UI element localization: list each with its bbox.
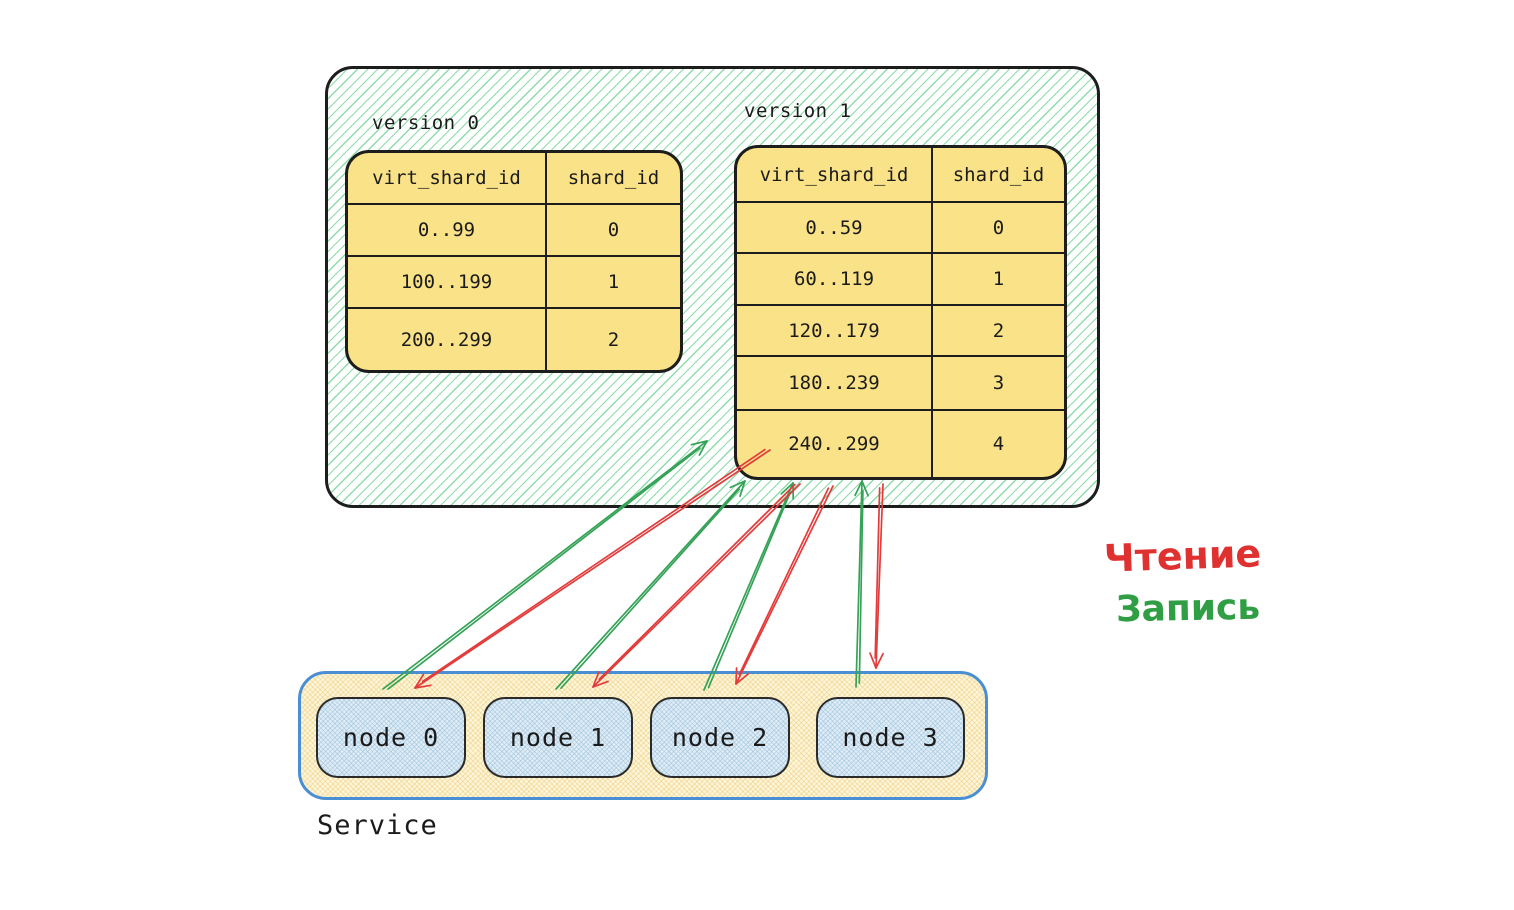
version-0-label: version 0 bbox=[372, 112, 480, 134]
service-label: Service bbox=[317, 810, 438, 841]
v0-row-cell: 0..99 bbox=[348, 203, 545, 255]
v1-row-cell: 0..59 bbox=[737, 201, 931, 252]
v0-header-virt-shard-id: virt_shard_id bbox=[372, 167, 521, 189]
v1-row-cell: 60..119 bbox=[737, 252, 931, 304]
v1-row-cell: 120..179 bbox=[737, 304, 931, 355]
version-1-table: virt_shard_id shard_id 0..59 0 60..119 1… bbox=[734, 145, 1067, 480]
v1-row-cell: 0 bbox=[931, 201, 1064, 252]
v0-row-cell: 0 bbox=[545, 203, 680, 255]
v1-row-cell: 1 bbox=[931, 252, 1064, 304]
v0-row-cell: 2 bbox=[545, 307, 680, 370]
node-0: node 0 bbox=[316, 697, 466, 778]
v0-row-cell: 200..299 bbox=[348, 307, 545, 370]
v1-row-cell: 3 bbox=[931, 355, 1064, 409]
v0-row-cell: 100..199 bbox=[348, 255, 545, 307]
version-1-label: version 1 bbox=[744, 100, 852, 122]
v0-header-shard-id: shard_id bbox=[545, 153, 680, 203]
version-0-table: virt_shard_id shard_id 0..99 0 100..199 … bbox=[345, 150, 683, 373]
write-arrow bbox=[555, 480, 746, 690]
v1-header-virt-shard-id: virt_shard_id bbox=[759, 163, 909, 186]
node-2: node 2 bbox=[650, 697, 790, 778]
v1-row-cell: 4 bbox=[931, 409, 1064, 477]
legend-read-label: Чтение bbox=[1103, 531, 1262, 581]
v1-row-cell: 180..239 bbox=[737, 355, 931, 409]
v1-row-cell: 2 bbox=[931, 304, 1064, 355]
read-arrow bbox=[869, 483, 884, 669]
node-3: node 3 bbox=[816, 697, 965, 778]
v0-row-cell: 1 bbox=[545, 255, 680, 307]
node-1: node 1 bbox=[483, 697, 633, 778]
v1-row-cell: 240..299 bbox=[737, 409, 931, 477]
read-arrow bbox=[592, 483, 801, 688]
v1-header-shard-id: shard_id bbox=[931, 148, 1064, 201]
legend-write-label: Запись bbox=[1115, 586, 1261, 631]
write-arrow bbox=[854, 480, 869, 688]
read-arrow bbox=[735, 485, 834, 685]
write-arrow bbox=[703, 482, 795, 691]
